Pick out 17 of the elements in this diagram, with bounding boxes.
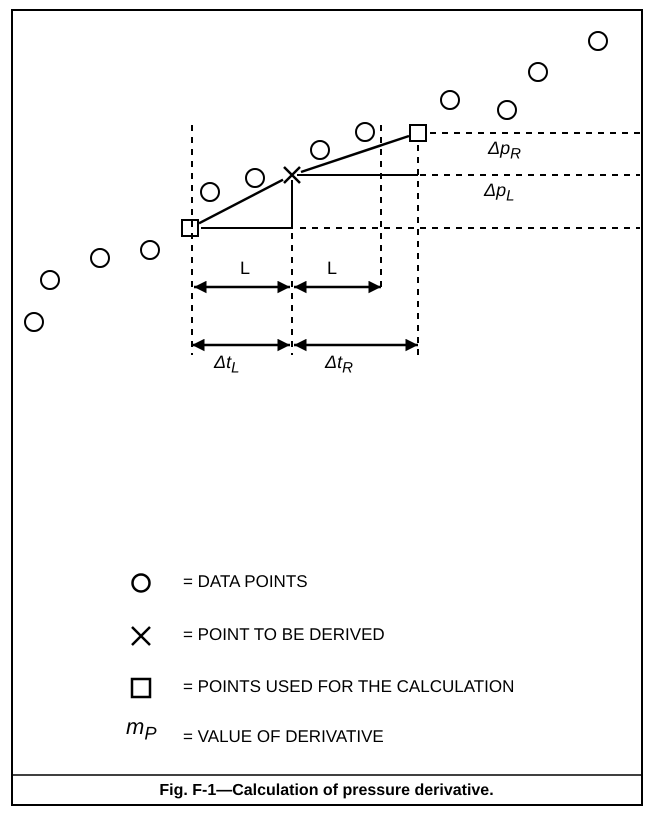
dimension-label: Δt$_{L}$	[214, 352, 240, 377]
dimension-label: L	[327, 258, 338, 279]
dimension-label: Δp$_{R}$	[488, 138, 521, 163]
dimension-label: L	[240, 258, 250, 279]
legend-label: = VALUE OF DERIVATIVE	[183, 727, 384, 747]
square-marker	[181, 219, 199, 237]
legend-label: = DATA POINTS	[183, 572, 308, 592]
legend-label: = POINTS USED FOR THE CALCULATION	[183, 677, 514, 697]
cross-marker	[283, 166, 301, 184]
legend-label: = POINT TO BE DERIVED	[183, 625, 385, 645]
figure-caption: Fig. F-1—Calculation of pressure derivative.	[158, 782, 495, 800]
square-marker	[409, 124, 427, 142]
dimension-label: Δt$_{R}$	[325, 352, 353, 377]
dimension-label: Δp$_{L}$	[484, 180, 514, 205]
connecting-line	[198, 178, 284, 224]
connecting-line	[300, 134, 410, 174]
symbol-label: m$_{P}$	[126, 714, 157, 744]
